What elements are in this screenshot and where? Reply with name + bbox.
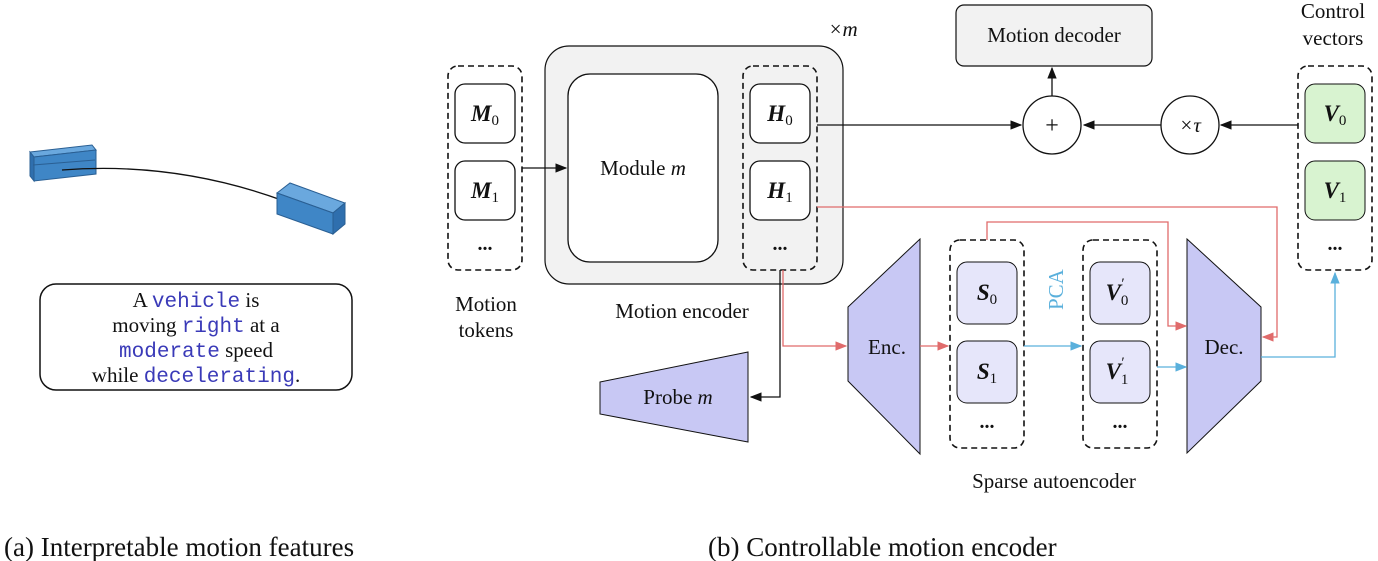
svg-text:moderate speed: moderate speed	[119, 338, 273, 364]
probe-label: Probe m	[643, 385, 712, 409]
arrow-s-to-dec	[986, 221, 1188, 331]
control-v0-label: V0	[1324, 101, 1347, 129]
sparse-s-ellipsis: ...	[980, 411, 995, 433]
control-v1	[1304, 160, 1366, 221]
description-box	[39, 283, 353, 391]
sparse-codes-group	[949, 239, 1025, 449]
sparse-autoencoder-label: Sparse autoencoder	[972, 469, 1136, 493]
motion-tokens-label-2: tokens	[459, 318, 514, 342]
encoder-trapezoid	[847, 237, 921, 456]
control-v1-label: V1	[1324, 178, 1347, 206]
control-vectors-label-1: Control	[1301, 0, 1365, 23]
description-text: A vehicle is moving right at a moderate …	[92, 288, 300, 389]
motion-tokens-label-1: Motion	[455, 292, 517, 316]
arrow-h-to-enc	[782, 270, 848, 351]
token-m0-label: M0	[470, 101, 499, 129]
encoder-label: Enc.	[868, 335, 906, 359]
motion-decoder-block	[955, 4, 1153, 67]
control-v0	[1304, 83, 1366, 144]
svg-text:while decelerating.: while decelerating.	[92, 363, 300, 389]
token-m1	[454, 160, 516, 221]
sparse-s1-label: S1	[977, 359, 997, 387]
token-m-ellipsis: ...	[478, 233, 493, 255]
arrow-encoder-to-probe	[749, 270, 781, 402]
token-h0	[749, 83, 811, 144]
decoder-trapezoid	[1186, 237, 1262, 455]
pca-label: PCA	[1044, 268, 1068, 310]
sparse-s0	[956, 261, 1018, 325]
motion-encoder-label: Motion encoder	[615, 299, 749, 323]
pca-v-ellipsis: ...	[1113, 411, 1128, 433]
pca-v0-label: V0′	[1106, 276, 1129, 309]
module-m-block	[567, 73, 719, 263]
probe-trapezoid	[599, 351, 749, 443]
control-vectors-label-2: vectors	[1303, 26, 1364, 50]
plus-label: +	[1045, 113, 1059, 139]
svg-text:moving right at a: moving right at a	[112, 313, 280, 339]
caption-b: (b) Controllable motion encoder	[708, 532, 1057, 561]
token-m1-label: M1	[470, 178, 499, 206]
vehicle-illustration	[29, 144, 346, 236]
token-h1-label: H1	[766, 178, 792, 206]
times-m-label: ×m	[828, 17, 857, 41]
control-vectors-group	[1297, 65, 1373, 271]
decoder-label: Dec.	[1204, 335, 1243, 359]
hidden-states-group	[742, 65, 818, 271]
arrow-h1-to-dec	[817, 206, 1278, 342]
sparse-s0-label: S0	[977, 280, 997, 308]
token-h-ellipsis: ...	[773, 233, 788, 255]
pca-v1	[1089, 340, 1151, 404]
svg-text:A vehicle is: A vehicle is	[133, 288, 260, 314]
trajectory-arrow	[61, 167, 314, 213]
sparse-s1	[956, 340, 1018, 404]
arrow-dec-to-control	[1261, 271, 1340, 358]
token-h1	[749, 160, 811, 221]
pca-v0	[1089, 261, 1151, 325]
pca-vectors-group	[1082, 239, 1158, 449]
token-m0	[454, 83, 516, 144]
module-m-label: Module m	[600, 156, 686, 180]
token-h0-label: H0	[766, 101, 792, 129]
scale-tau-label: ×τ	[1179, 113, 1202, 137]
pca-v1-label: V1′	[1106, 355, 1129, 388]
control-v-ellipsis: ...	[1328, 233, 1343, 255]
motion-decoder-label: Motion decoder	[987, 23, 1121, 47]
caption-a: (a) Interpretable motion features	[4, 532, 354, 561]
